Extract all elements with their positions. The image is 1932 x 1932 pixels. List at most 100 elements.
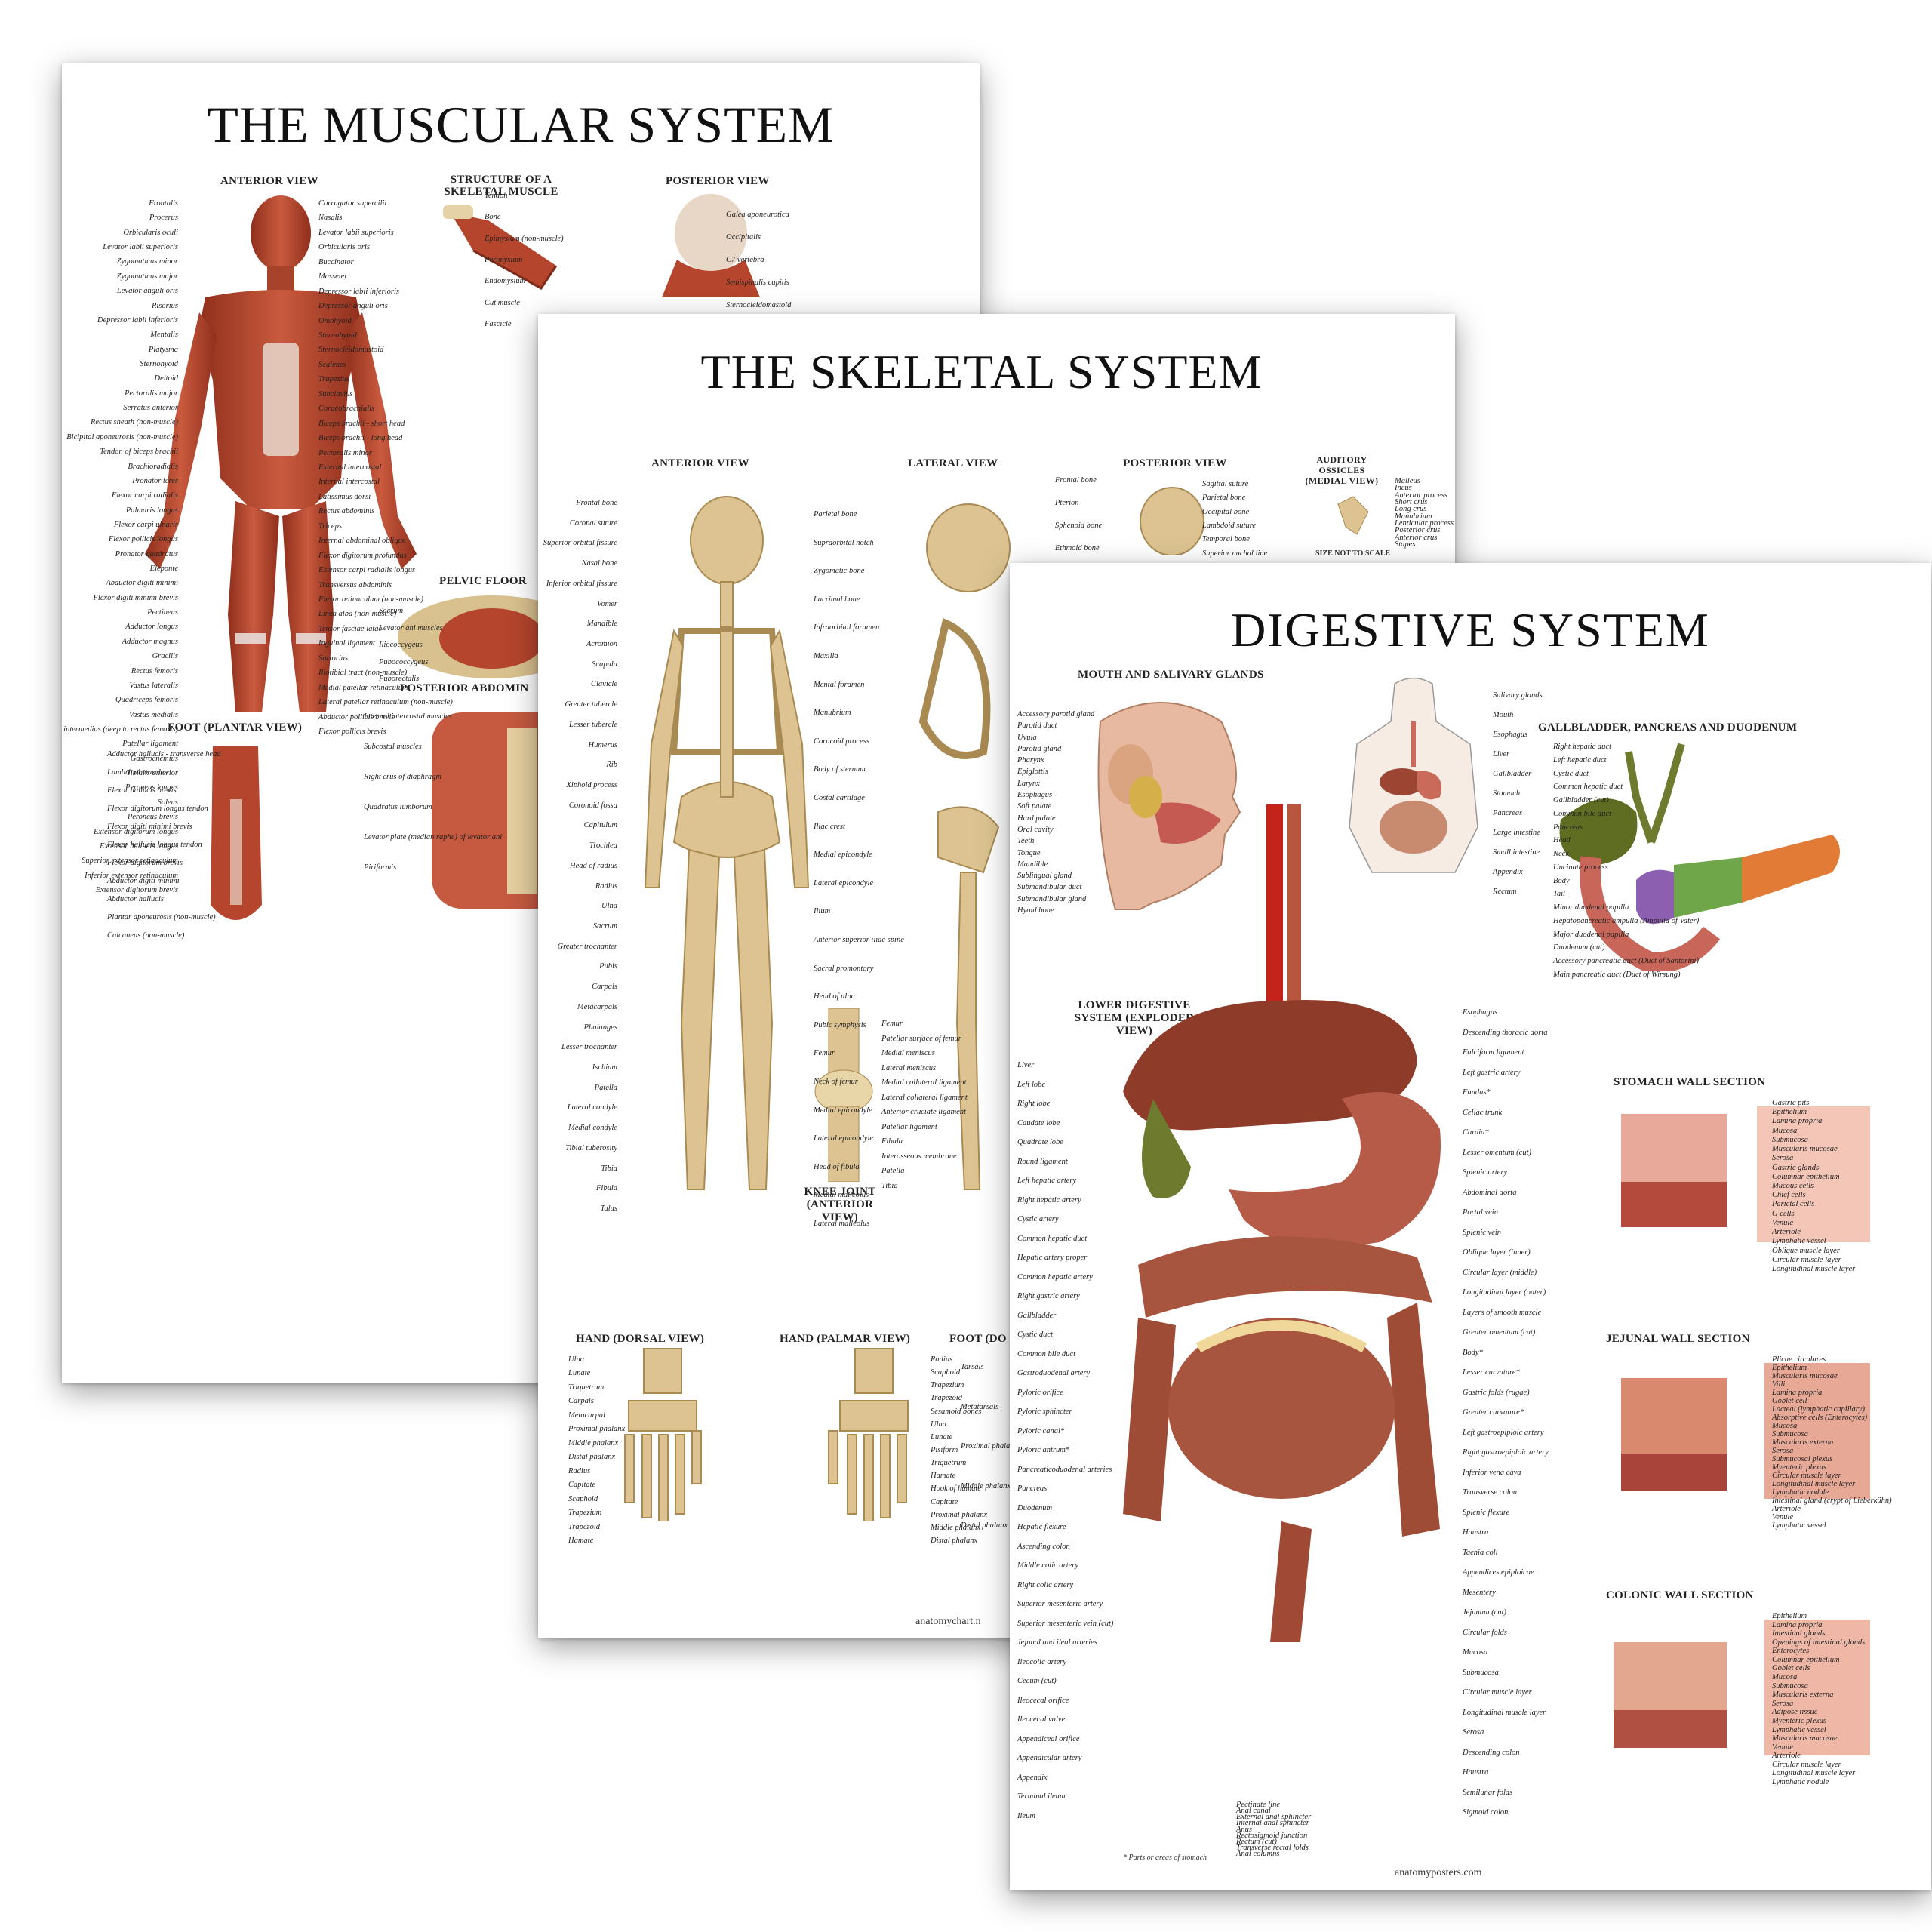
anatomy-label: Serratus anterior (123, 404, 178, 412)
anatomy-label: Internal intercostal (318, 478, 380, 486)
anatomy-label: Gallbladder (1493, 770, 1532, 778)
anatomy-label: Body (1553, 877, 1570, 885)
anatomy-label: Distal phalanx (931, 1537, 978, 1545)
anatomy-label: Parotid gland (1017, 745, 1062, 753)
anatomy-label: Larynx (1017, 780, 1040, 788)
anatomy-label: Body* (1463, 1349, 1483, 1357)
anatomy-label: Bicipital aponeurosis (non-muscle) (66, 433, 178, 441)
anatomy-label: Pancreas (1553, 823, 1583, 832)
anatomy-label: Mesentery (1463, 1589, 1496, 1597)
anatomy-label: Frontal bone (576, 499, 617, 507)
anatomy-label: Lamina propria (1772, 1389, 1823, 1397)
anatomy-label: Longitudinal muscle layer (1463, 1709, 1546, 1717)
anatomy-label: Transverse rectal folds (1236, 1844, 1309, 1852)
anatomy-label: Tongue (1017, 849, 1041, 857)
anatomy-label: Ileocecal valve (1017, 1715, 1066, 1724)
skeletal-muscle-structure-illustration (443, 205, 558, 290)
anatomy-label: Superior extensor retinaculum (82, 857, 178, 865)
head-mouth-illustration (1097, 702, 1241, 910)
anatomy-label: Middle phalanx (568, 1439, 619, 1447)
anatomy-label: Circular muscle layer (1772, 1472, 1841, 1480)
anatomy-label: Rectus sheath (non-muscle) (90, 418, 178, 426)
anatomy-label: Flexor pollicis brevis (318, 728, 386, 736)
anatomy-label: Femur (881, 1020, 903, 1028)
anatomy-label: Lesser omentum (cut) (1463, 1149, 1531, 1157)
anatomy-label: Calcaneus (non-muscle) (107, 931, 185, 940)
anatomy-label: Soleus (157, 798, 178, 807)
anatomy-label: Lymphatic nodule (1772, 1778, 1829, 1786)
anatomy-label: Arteriole (1772, 1505, 1801, 1513)
anatomy-label: Carpals (592, 983, 617, 991)
anatomy-label: Fibula (596, 1184, 617, 1192)
anatomy-label: Lamina propria (1772, 1117, 1823, 1125)
anatomy-label: Head (1553, 836, 1571, 844)
anatomy-label: Falciform ligament (1463, 1048, 1524, 1057)
anatomy-label: Rectus femoris (131, 667, 178, 675)
anatomy-label: Patellar ligament (881, 1123, 937, 1131)
anatomy-label: Common bile duct (1017, 1350, 1075, 1358)
anatomy-label: Anterior crus (1395, 534, 1438, 542)
anatomy-label: Flexor digitorum brevis (107, 859, 183, 867)
anatomy-label: Superior nuchal line (1202, 549, 1268, 558)
anatomy-label: Interosseous membrane (881, 1152, 957, 1161)
anatomy-label: Lumbrical muscles (107, 768, 168, 777)
anatomy-label: Sagittal suture (1202, 480, 1249, 488)
anatomy-label: Body of sternum (814, 765, 866, 774)
anatomy-label: Cut muscle (485, 299, 520, 307)
anatomy-label: Scaphoid (568, 1495, 598, 1503)
anatomy-label: Capitate (568, 1481, 596, 1489)
anatomy-label: Trapezium (568, 1509, 602, 1517)
anatomy-label: Lateral condyle (567, 1103, 617, 1112)
anatomy-label: Epithelium (1772, 1612, 1807, 1620)
anatomy-label: Costal cartilage (814, 794, 865, 802)
anatomy-label: Patella (594, 1084, 617, 1092)
muscular-posterior-illustration (662, 194, 760, 297)
anatomy-label: Sigmoid colon (1463, 1808, 1509, 1817)
anatomy-label: Lymphatic vessel (1772, 1237, 1826, 1245)
anatomy-label: Parietal cells (1772, 1200, 1815, 1208)
anatomy-label: Occipital bone (1202, 508, 1250, 516)
anatomy-label: Frontal bone (1055, 476, 1097, 485)
foot-plantar-illustration (211, 746, 262, 920)
anatomy-label: Lamina propria (1772, 1621, 1823, 1629)
anatomy-label: Accessory pancreatic duct (Duct of Santo… (1553, 957, 1699, 965)
anatomy-label: Circular layer (middle) (1463, 1269, 1537, 1277)
anatomy-label: Flexor carpi ulnaris (113, 521, 178, 529)
anatomy-label: Risorius (151, 302, 178, 310)
anatomy-label: Tibialis anterior (126, 769, 178, 777)
anatomy-label: Anterior process (1395, 491, 1447, 500)
anatomy-label: Pyloric antrum* (1017, 1446, 1070, 1454)
jejunal-wall-illustration (1621, 1363, 1870, 1499)
anatomy-label: Goblet cell (1772, 1397, 1807, 1405)
ossicles-illustration (1337, 496, 1369, 535)
anatomy-label: Lacteal (lymphatic capillary) (1772, 1405, 1866, 1414)
anatomy-label: Muscularis mucosae (1772, 1734, 1838, 1743)
section-stomach-wall: STOMACH WALL SECTION (1614, 1076, 1766, 1088)
anatomy-label: Jejunal and ileal arteries (1017, 1638, 1097, 1647)
anatomy-label: Depressor anguli oris (318, 302, 388, 310)
anatomy-label: Oblique muscle layer (1772, 1247, 1840, 1255)
anatomy-label: Hook of hamate (931, 1484, 982, 1493)
anatomy-label: Head of ulna (814, 992, 855, 1001)
anatomy-label: Teeth (1017, 837, 1035, 845)
anatomy-label: Left hepatic artery (1017, 1177, 1077, 1185)
anatomy-label: Fascicle (485, 320, 512, 328)
anatomy-label: Omohyoid (318, 317, 352, 325)
anatomy-label: Ethmoid bone (1055, 544, 1100, 552)
anatomy-label: Large intestine (1493, 829, 1540, 837)
anatomy-label: Duodenum (cut) (1553, 943, 1605, 952)
section-skeletal-muscle-structure: STRUCTURE OF A SKELETAL MUSCLE (444, 174, 558, 198)
anatomy-label: Submucosal plexus (1772, 1455, 1833, 1463)
anatomy-label: Haustra (1463, 1768, 1489, 1777)
anatomy-label: Lateral malleolus (814, 1220, 870, 1228)
anatomy-label: Greater tubercle (565, 700, 618, 709)
digestive-overview-illustration (1349, 677, 1478, 873)
anatomy-label: Stomach (1493, 789, 1521, 798)
anatomy-label: Epithelium (1772, 1108, 1807, 1116)
anatomy-label: Cystic duct (1553, 770, 1589, 778)
anatomy-label: Levator labii superioris (103, 243, 178, 251)
anatomy-label: Pectoralis minor (318, 449, 372, 457)
anatomy-label: Palmaris longus (125, 506, 178, 515)
anatomy-label: Celiac trunk (1463, 1109, 1503, 1117)
anatomy-label: Scalenes (318, 361, 346, 369)
